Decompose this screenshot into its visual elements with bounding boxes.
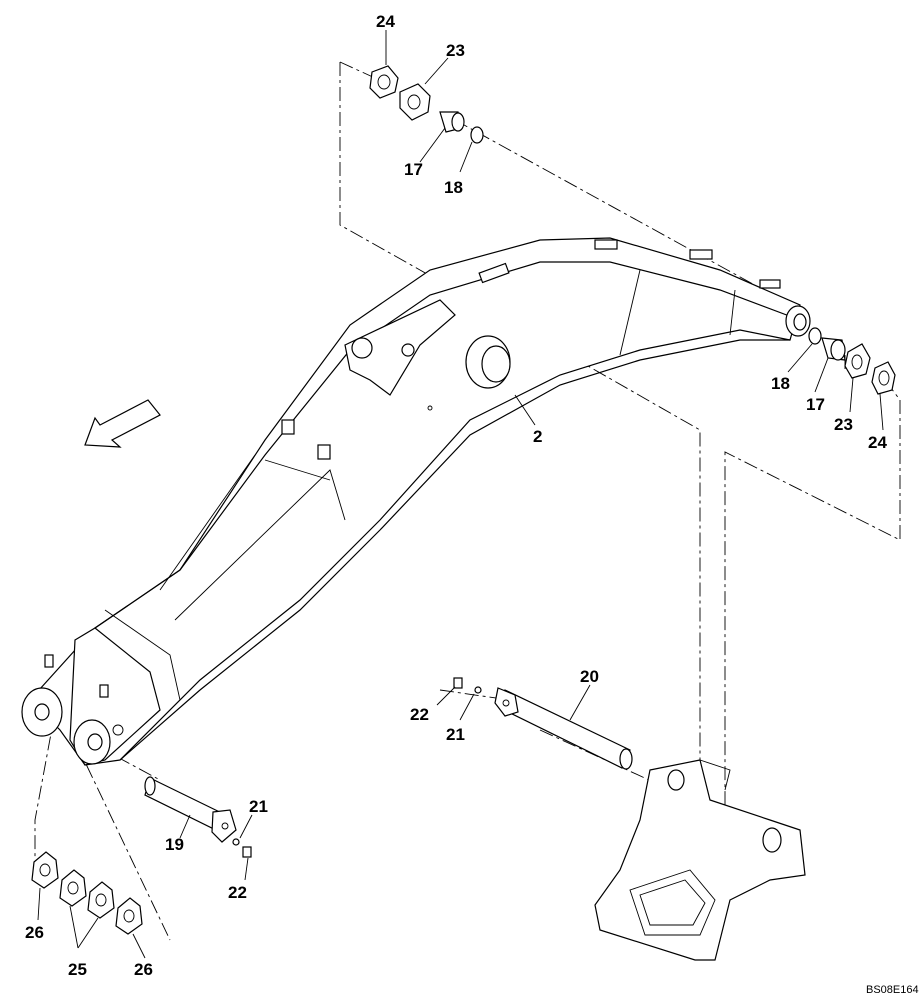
callout-22-low: 22	[228, 883, 247, 902]
washer-21-low	[232, 838, 240, 846]
washer-21-mid	[474, 686, 482, 694]
mounting-bracket	[594, 759, 806, 961]
callout-19: 19	[165, 835, 184, 854]
callout-17-right: 17	[806, 395, 825, 414]
drawing-code: BS08E164	[866, 984, 919, 996]
callout-23-top: 23	[446, 41, 465, 60]
boom-body	[21, 237, 811, 766]
top-parts-stack	[369, 65, 484, 144]
front-direction-arrow-icon	[84, 399, 161, 448]
shim-24-top	[369, 65, 399, 99]
right-parts-stack	[808, 327, 896, 395]
pin-20-assembly	[453, 677, 633, 770]
bolt-22-low	[242, 846, 252, 858]
plate-23-top	[399, 83, 431, 121]
callout-24-right: 24	[868, 433, 887, 452]
assembly-lines	[34, 61, 901, 941]
callout-17-top: 17	[404, 160, 423, 179]
callout-26-left: 26	[25, 923, 44, 942]
lower-shims	[31, 851, 143, 935]
callout-24-top: 24	[376, 12, 395, 31]
ring-18-right	[808, 327, 822, 345]
shim-24-right	[871, 361, 896, 395]
callout-25: 25	[68, 960, 87, 979]
callout-21-low: 21	[249, 797, 268, 816]
callout-23-right: 23	[834, 415, 853, 434]
ring-18-top	[470, 126, 484, 144]
plate-23-right	[844, 343, 871, 379]
callout-2: 2	[533, 427, 542, 446]
callout-26-right: 26	[134, 960, 153, 979]
callout-18-right: 18	[771, 374, 790, 393]
pin-19-assembly	[144, 776, 252, 858]
callout-22-mid: 22	[410, 705, 429, 724]
bolt-22-mid	[453, 677, 463, 689]
callout-labels: 24 23 17 18 2 18 17 23 24 20 22 21 21 19…	[25, 12, 887, 979]
callout-21-mid: 21	[446, 725, 465, 744]
leader-lines	[37, 30, 884, 959]
callout-20: 20	[580, 667, 599, 686]
callout-18-top: 18	[444, 178, 463, 197]
